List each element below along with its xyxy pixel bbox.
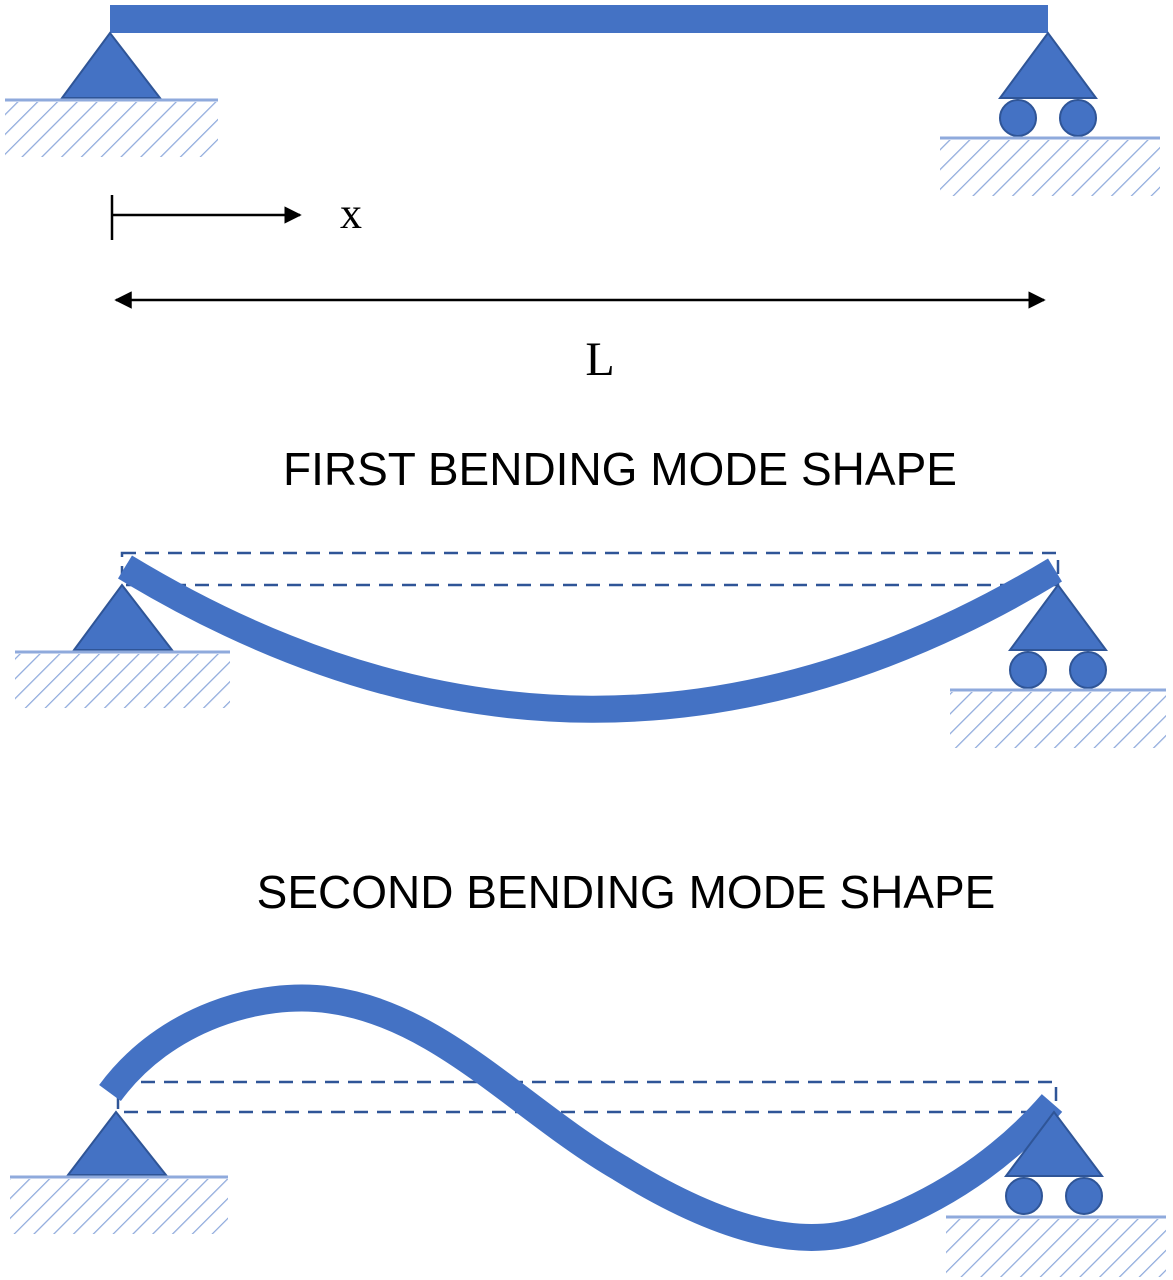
second-mode-undeformed-outline <box>116 1080 1058 1114</box>
first-mode-group <box>15 551 1166 748</box>
left-pin-support <box>10 1110 228 1234</box>
ground-hatch <box>946 1219 1166 1277</box>
first-mode-undeformed-outline <box>120 551 1060 587</box>
ground-hatch <box>10 1179 228 1234</box>
roller-wheel-icon <box>1005 1177 1043 1215</box>
second-mode-title: SECOND BENDING MODE SHAPE <box>257 866 996 918</box>
ground-hatch <box>5 102 218 157</box>
second-mode-deflected-beam <box>99 984 1063 1251</box>
length-label: L <box>585 333 614 386</box>
straight-beam <box>110 5 1048 33</box>
roller-wheel-icon <box>1069 651 1107 689</box>
pin-triangle-icon <box>60 31 163 99</box>
left-pin-support <box>15 583 230 708</box>
undeformed-beam-group <box>5 5 1160 196</box>
roller-triangle-icon <box>998 31 1098 99</box>
ground-hatch <box>15 654 230 708</box>
right-roller-support <box>940 31 1160 196</box>
ground-hatch <box>940 140 1160 196</box>
pin-triangle-icon <box>65 1110 169 1176</box>
second-mode-group <box>10 984 1166 1277</box>
roller-wheel-icon <box>999 99 1037 137</box>
roller-wheel-icon <box>1009 651 1047 689</box>
length-dimension: L <box>114 291 1046 386</box>
roller-triangle-icon <box>1008 583 1108 651</box>
roller-wheel-icon <box>1065 1177 1103 1215</box>
right-roller-support <box>946 1110 1166 1277</box>
x-coordinate-arrow: x <box>110 189 362 240</box>
left-pin-support <box>5 31 218 157</box>
first-mode-deflected-beam <box>118 555 1062 723</box>
roller-wheel-icon <box>1059 99 1097 137</box>
ground-hatch <box>950 692 1166 748</box>
x-label: x <box>340 189 362 238</box>
right-roller-support <box>950 583 1166 748</box>
pin-triangle-icon <box>72 583 175 651</box>
first-mode-title: FIRST BENDING MODE SHAPE <box>283 443 957 495</box>
roller-triangle-icon <box>1004 1110 1104 1177</box>
